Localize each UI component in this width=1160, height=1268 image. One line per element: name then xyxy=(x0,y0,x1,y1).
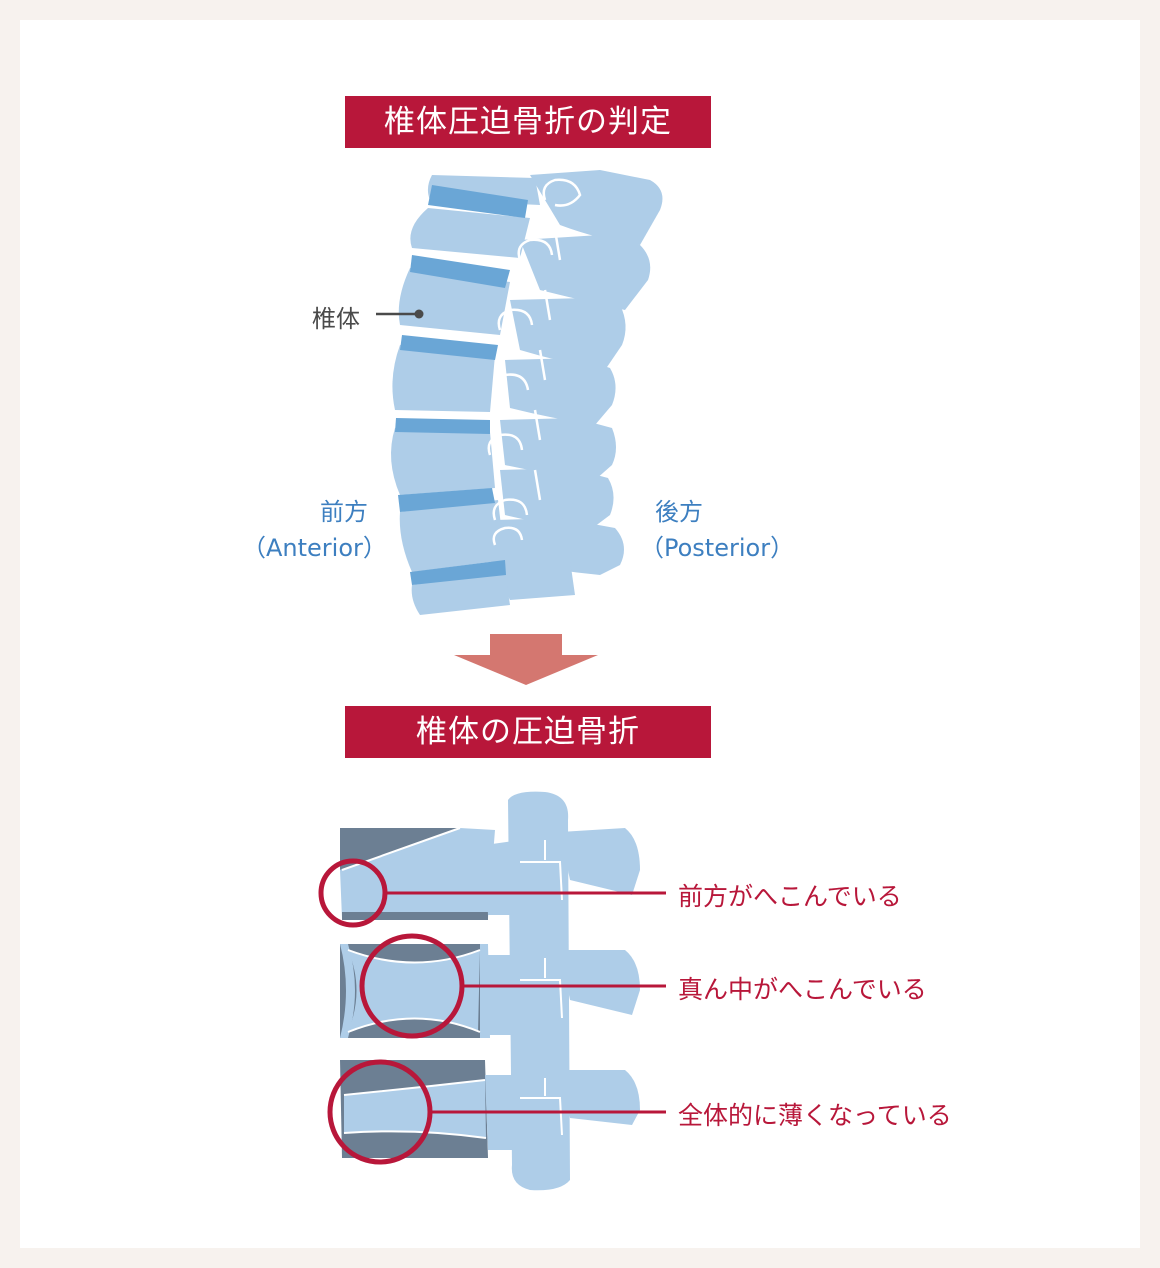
spine-lateral-view xyxy=(376,170,663,615)
callout-circle-2 xyxy=(359,933,465,1039)
intervertebral-discs xyxy=(395,185,528,585)
fracture-type-middle: 真ん中がへこんでいる xyxy=(678,975,927,1004)
anterior-label-en: （Anterior） xyxy=(242,534,387,562)
down-arrow-icon xyxy=(454,634,598,685)
title-vertebral-compression-assessment: 椎体圧迫骨折の判定 xyxy=(345,96,711,148)
callout-circle-3 xyxy=(327,1059,433,1165)
title-vertebral-compression-fracture: 椎体の圧迫骨折 xyxy=(345,706,711,758)
fracture-illustrations xyxy=(340,791,640,1191)
posterior-label-en: （Posterior） xyxy=(640,534,795,562)
posterior-processes xyxy=(490,170,663,600)
fracture-type-anterior: 前方がへこんでいる xyxy=(678,882,902,911)
anterior-label-jp: 前方 xyxy=(320,498,368,526)
posterior-label-jp: 後方 xyxy=(655,498,703,526)
pointer-dot xyxy=(414,309,424,319)
facet-outlines xyxy=(487,178,582,546)
vertebral-body-label: 椎体 xyxy=(312,305,360,333)
leader-lines xyxy=(386,891,666,1114)
callout-circle-1 xyxy=(318,858,388,928)
callouts xyxy=(318,858,465,1165)
fracture-type-uniform: 全体的に薄くなっている xyxy=(678,1101,952,1130)
